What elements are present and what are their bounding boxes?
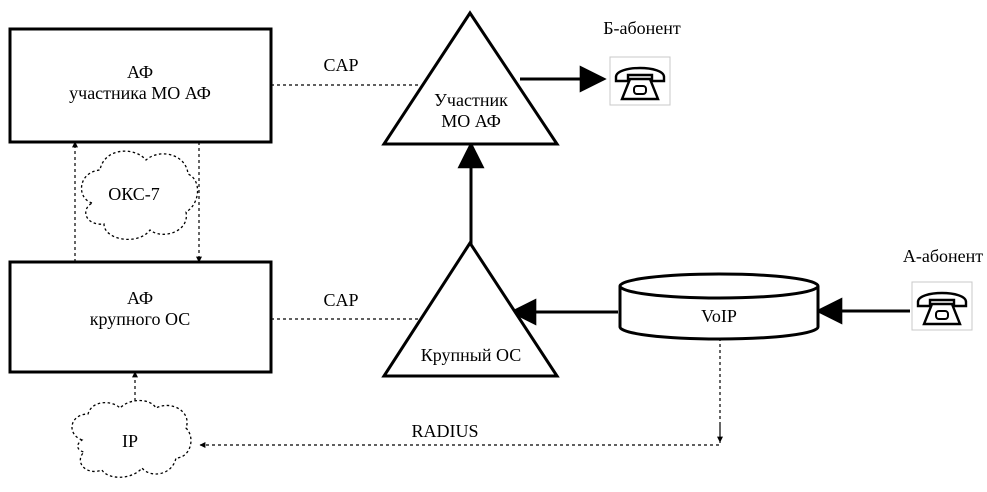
large-os-label: Крупный ОС: [421, 345, 522, 365]
ip-cloud: [71, 399, 192, 478]
af-participant-line2: участника МО АФ: [69, 83, 211, 103]
af-large-os-block: АФ крупного ОС: [8, 260, 273, 374]
af-participant-line1: АФ: [127, 62, 153, 82]
radius-label: RADIUS: [411, 421, 478, 441]
participant-mo-triangle: Участник МО АФ: [381, 10, 560, 146]
subscriber-b-label: Б-абонент: [603, 18, 681, 38]
oks7-cloud: [80, 150, 199, 240]
participant-mo-line2: МО АФ: [441, 111, 501, 131]
af-large-os-line1: АФ: [127, 288, 153, 308]
voip-cylinder: VoIP: [618, 272, 820, 341]
oks7-label: ОКС-7: [108, 184, 160, 204]
large-os-triangle: Крупный ОС: [381, 240, 560, 378]
participant-mo-line1: Участник: [434, 90, 508, 110]
subscriber-a-label: А-абонент: [903, 246, 983, 266]
af-large-os-line2: крупного ОС: [90, 309, 190, 329]
voip-label: VoIP: [701, 306, 737, 326]
cap-label-top: CAP: [323, 55, 358, 75]
af-participant-block: АФ участника МО АФ: [8, 27, 273, 144]
cap-label-bottom: CAP: [323, 290, 358, 310]
ip-label: IP: [122, 431, 138, 451]
telephone-icon: [910, 280, 974, 332]
telephone-icon: [608, 55, 672, 107]
